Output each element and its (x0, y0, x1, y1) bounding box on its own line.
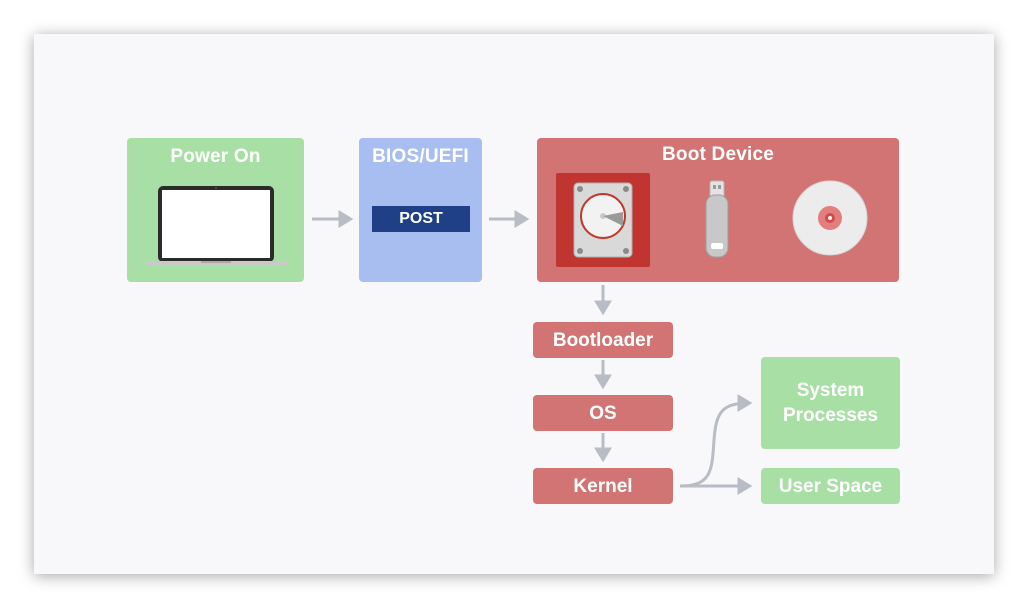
boot-device-box: Boot Device (537, 138, 899, 282)
kernel-box: Kernel (533, 468, 673, 504)
system-processes-box: System Processes (761, 357, 900, 449)
bios-uefi-box: BIOS/UEFI POST (359, 138, 482, 282)
optical-disc-icon (792, 180, 868, 256)
hard-drive-highlight (556, 173, 650, 267)
power-on-title: Power On (170, 146, 261, 167)
power-on-box: Power On (127, 138, 304, 282)
bootloader-box: Bootloader (533, 322, 673, 358)
laptop-icon (145, 186, 287, 266)
os-box: OS (533, 395, 673, 431)
boot-device-title: Boot Device (661, 144, 774, 165)
post-label: POST (372, 206, 470, 232)
bios-uefi-title: BIOS/UEFI (372, 146, 469, 167)
usb-drive-icon (705, 180, 729, 258)
user-space-box: User Space (761, 468, 900, 504)
hard-drive-icon (573, 182, 633, 258)
